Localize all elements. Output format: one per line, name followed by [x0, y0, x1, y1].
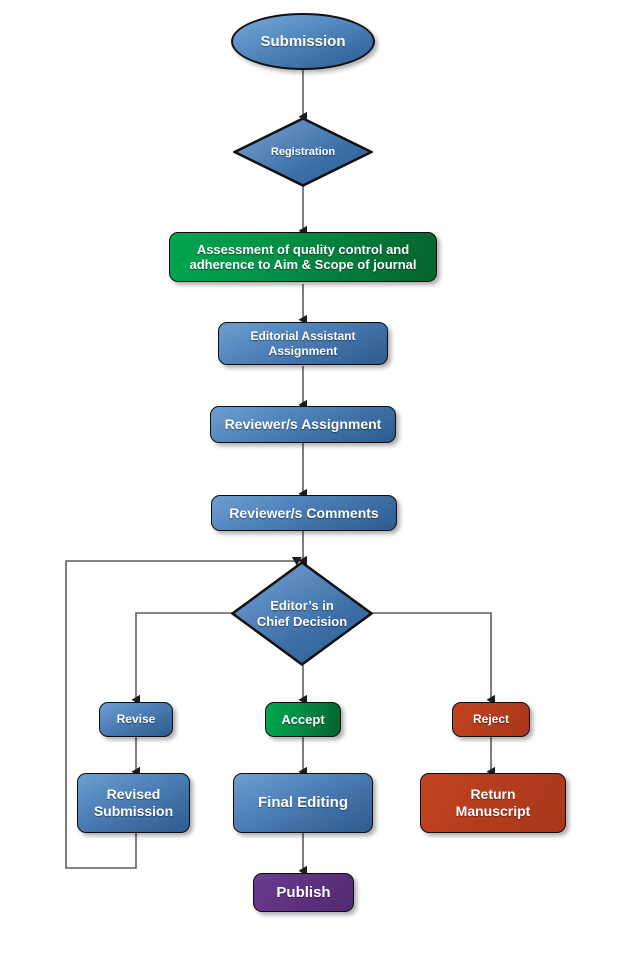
node-reviewer-comments[interactable]: Reviewer/s Comments: [211, 495, 397, 531]
node-editorial-assistant-label: Editorial Assistant Assignment: [250, 329, 356, 358]
node-revise-label: Revise: [116, 712, 156, 727]
node-revise[interactable]: Revise: [99, 702, 173, 737]
node-assessment[interactable]: Assessment of quality control and adhere…: [169, 232, 437, 282]
node-reviewer-assignment-label: Reviewer/s Assignment: [224, 416, 382, 433]
node-revised-submission[interactable]: Revised Submission: [77, 773, 190, 833]
node-final-editing-label: Final Editing: [258, 794, 348, 812]
node-return-manuscript[interactable]: Return Manuscript: [420, 773, 566, 833]
node-assessment-label: Assessment of quality control and adhere…: [189, 241, 417, 272]
node-editor-decision[interactable]: Editor’s in Chief Decision: [231, 561, 373, 666]
node-reject[interactable]: Reject: [452, 702, 530, 737]
node-reviewer-assignment[interactable]: Reviewer/s Assignment: [210, 406, 396, 443]
node-final-editing[interactable]: Final Editing: [233, 773, 373, 833]
node-reviewer-comments-label: Reviewer/s Comments: [229, 504, 379, 521]
edge-decision-revise: [131, 612, 233, 705]
node-editorial-assistant[interactable]: Editorial Assistant Assignment: [218, 322, 388, 365]
node-return-manuscript-label: Return Manuscript: [455, 786, 531, 819]
node-submission[interactable]: Submission: [231, 13, 375, 70]
node-reject-label: Reject: [472, 712, 510, 727]
node-editor-decision-label: Editor’s in Chief Decision: [256, 598, 348, 629]
node-accept[interactable]: Accept: [265, 702, 341, 737]
edge-decision-reject: [372, 612, 495, 705]
node-publish[interactable]: Publish: [253, 873, 354, 912]
node-submission-label: Submission: [260, 32, 346, 50]
node-publish-label: Publish: [276, 883, 331, 901]
node-accept-label: Accept: [281, 711, 325, 727]
node-revised-submission-label: Revised Submission: [93, 786, 174, 819]
node-registration[interactable]: Registration: [233, 117, 373, 187]
node-registration-label: Registration: [270, 145, 336, 158]
